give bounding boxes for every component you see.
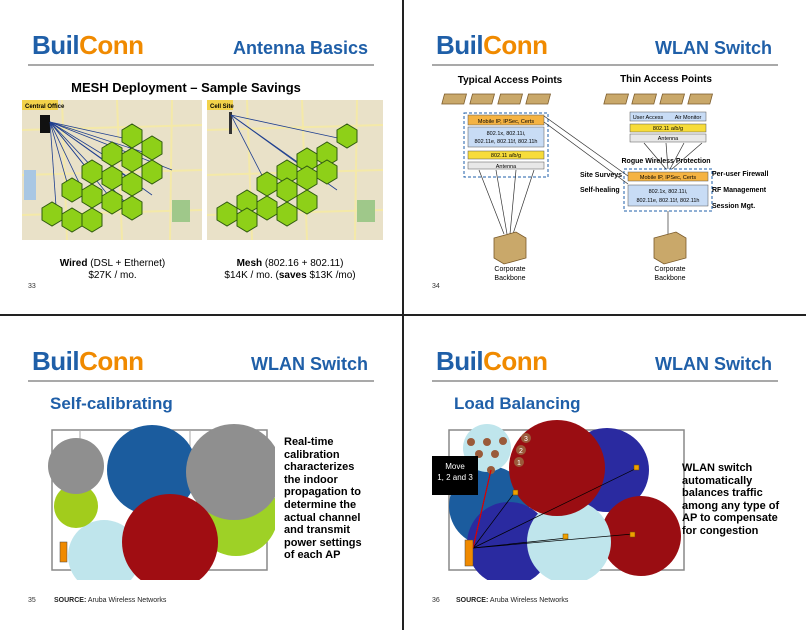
svg-text:802.11 a/b/g: 802.11 a/b/g <box>653 126 683 132</box>
marker-2: 2 <box>519 448 523 455</box>
balancing-text: WLAN switch automatically balances traff… <box>682 462 780 537</box>
rf-management-label: RF Management <box>712 187 767 194</box>
page-number: 36 <box>432 597 440 604</box>
slide-title: WLAN Switch <box>251 354 368 374</box>
svg-text:Antenna: Antenna <box>658 136 679 142</box>
mesh-caption: Mesh (802.16 + 802.11) <box>236 258 344 269</box>
slide-34: BuilConn WLAN Switch Typical Access Poin… <box>404 0 806 314</box>
svg-text:Mobile IP, IPSec, Certs: Mobile IP, IPSec, Certs <box>640 175 696 181</box>
slide-33: BuilConn Antenna Basics MESH Deployment … <box>0 0 402 314</box>
move-callout: Move 1, 2 and 3 <box>432 456 478 495</box>
slide-subtitle: MESH Deployment – Sample Savings <box>71 80 301 95</box>
marker-1: 1 <box>517 460 521 467</box>
wired-map: Central Office <box>22 100 202 240</box>
map-label-central-office: Central Office <box>25 104 65 110</box>
session-mgt-label: Session Mgt. <box>712 203 755 210</box>
page-number: 33 <box>28 283 36 290</box>
firewall-label: Per-user Firewall <box>712 171 768 178</box>
backbone-right: Corporate Backbone <box>653 231 687 282</box>
load-balancing-diagram: 3 2 1 <box>448 420 685 580</box>
brand-logo: BuilConn <box>32 30 144 60</box>
ap-icons-left <box>441 93 552 105</box>
mesh-map: Cell Site <box>207 100 383 240</box>
svg-text:Mobile IP, IPSec, Certs: Mobile IP, IPSec, Certs <box>478 119 534 125</box>
brand-logo: BuilConn <box>436 346 548 376</box>
svg-text:802.1x, 802.11i,: 802.1x, 802.11i, <box>649 189 688 195</box>
title-rule <box>432 64 778 66</box>
slide-title: WLAN Switch <box>655 354 772 374</box>
svg-text:802.1x, 802.11i,: 802.1x, 802.11i, <box>487 131 526 137</box>
rogue-label: Rogue Wireless Protection <box>621 158 710 165</box>
slide-title: Antenna Basics <box>232 38 368 58</box>
slide-35: BuilConn WLAN Switch Self-calibrating Re… <box>0 316 402 630</box>
svg-text:User Access: User Access <box>633 115 664 121</box>
page-number: 35 <box>28 597 36 604</box>
svg-text:802.11 a/b/g: 802.11 a/b/g <box>491 153 521 159</box>
site-surveys-label: Site Surveys <box>580 172 622 179</box>
wlan-switch-diagram: Typical Access Points Thin Access Points… <box>441 74 768 282</box>
wired-caption: Wired (DSL + Ethernet) <box>59 258 166 269</box>
ap-icons-right <box>603 93 714 105</box>
calibration-text: Real-time calibration characterizes the … <box>284 436 362 562</box>
svg-text:802.11e, 802.11f, 802.11h: 802.11e, 802.11f, 802.11h <box>474 139 537 145</box>
marker-3: 3 <box>524 436 528 443</box>
slide-title: WLAN Switch <box>655 38 772 58</box>
title-rule <box>28 380 374 382</box>
section-heading: Self-calibrating <box>50 394 173 413</box>
slide-36: BuilConn WLAN Switch Load Balancing 3 2 … <box>404 316 806 630</box>
map-label-cell-site: Cell Site <box>210 104 234 110</box>
backbone-left: Corporate Backbone <box>493 231 527 282</box>
svg-text:Backbone: Backbone <box>654 275 685 282</box>
svg-text:Antenna: Antenna <box>496 164 517 170</box>
section-heading: Load Balancing <box>454 394 581 413</box>
page-number: 34 <box>432 283 440 290</box>
thin-aps-heading: Thin Access Points <box>620 74 712 85</box>
svg-text:802.11e, 802.11f, 802.11h: 802.11e, 802.11f, 802.11h <box>636 198 699 204</box>
svg-text:Backbone: Backbone <box>494 275 525 282</box>
source-note: SOURCE: Aruba Wireless Networks <box>54 597 167 604</box>
svg-text:Corporate: Corporate <box>494 266 525 273</box>
wired-cost: $27K / mo. <box>88 270 137 281</box>
svg-text:Corporate: Corporate <box>654 266 685 273</box>
horizontal-divider <box>0 314 806 316</box>
svg-text:Air Monitor: Air Monitor <box>675 115 702 121</box>
source-note: SOURCE: Aruba Wireless Networks <box>456 597 569 604</box>
brand-logo: BuilConn <box>436 30 548 60</box>
calibration-diagram <box>48 424 275 580</box>
typical-aps-heading: Typical Access Points <box>458 75 563 86</box>
mesh-cost: $14K / mo. (saves $13K /mo) <box>224 270 356 281</box>
title-rule <box>28 64 374 66</box>
self-healing-label: Self-healing <box>580 187 620 194</box>
title-rule <box>432 380 778 382</box>
brand-logo: BuilConn <box>32 346 144 376</box>
